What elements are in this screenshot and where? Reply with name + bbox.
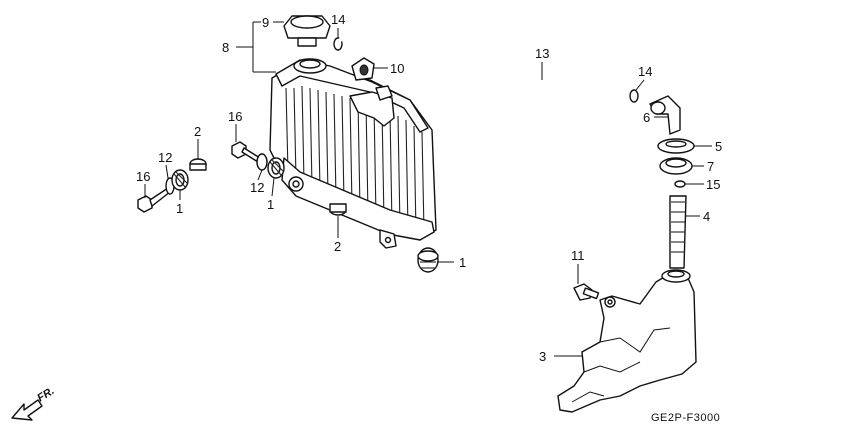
callout-10: 10	[390, 61, 404, 76]
radiator	[269, 58, 437, 249]
radiator-fins	[285, 85, 425, 233]
tank-bolt	[573, 283, 600, 301]
callout-8: 8	[222, 40, 229, 55]
hose-clip-15	[674, 180, 686, 188]
callout-16-center: 16	[228, 109, 242, 124]
leader-lines	[144, 21, 712, 357]
callout-3: 3	[539, 349, 546, 364]
grommet-1-left	[171, 169, 189, 191]
hose-clip-lower	[629, 89, 639, 103]
callout-6: 6	[643, 110, 650, 125]
callout-12-left: 12	[158, 150, 172, 165]
callout-1-right: 1	[459, 255, 466, 270]
callout-labels: 9 8 14 10 13 14 6 5 7 15 4 16 2 12 16 1 …	[136, 12, 722, 364]
overflow-hose	[336, 18, 633, 98]
callout-11: 11	[571, 248, 585, 263]
callout-2-left: 2	[194, 124, 201, 139]
grommet-1-right	[417, 247, 439, 273]
callout-4: 4	[703, 209, 710, 224]
callout-1-left: 1	[176, 201, 183, 216]
reserve-cap	[657, 138, 695, 154]
reserve-tank	[557, 269, 697, 413]
washer-12-center	[256, 153, 268, 171]
collar-2-left	[189, 158, 207, 171]
reserve-seal	[659, 157, 693, 175]
elbow-joint	[649, 95, 681, 135]
callout-15: 15	[706, 177, 720, 192]
bolt-16-center	[231, 141, 261, 163]
callout-9: 9	[262, 15, 269, 30]
callout-13: 13	[535, 46, 549, 61]
callout-16-left: 16	[136, 169, 150, 184]
callout-1-center: 1	[267, 197, 274, 212]
callout-14-upper: 14	[331, 12, 345, 27]
grommet-10	[351, 57, 375, 81]
diagram-code: GE2P-F3000	[651, 412, 720, 424]
collar-2-center	[329, 203, 347, 216]
callout-14-right: 14	[638, 64, 652, 79]
callout-7: 7	[707, 159, 714, 174]
callout-12-center: 12	[250, 180, 264, 195]
bolt-16-left	[137, 187, 171, 213]
radiator-cap	[283, 15, 331, 47]
front-direction-arrow: FR.	[11, 385, 57, 421]
callout-5: 5	[715, 139, 722, 154]
callout-2-center: 2	[334, 239, 341, 254]
grommet-1-center	[267, 157, 285, 179]
reserve-hose	[669, 195, 687, 269]
